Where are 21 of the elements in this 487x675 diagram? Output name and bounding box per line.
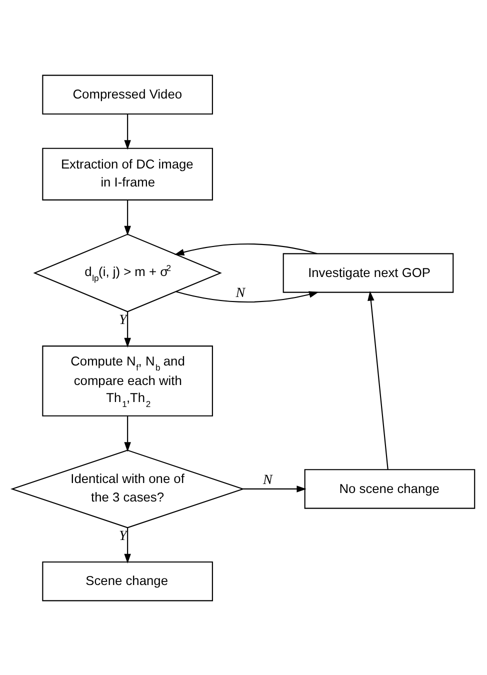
arrow: [124, 527, 131, 563]
node-diamond: Identical with one of the 3 cases?: [10, 449, 245, 528]
arrow: [124, 416, 131, 452]
node-box: Investigate next GOP: [282, 252, 454, 292]
node-box: Compute N$_{f}$, N$_{b}$ and compare each with Th$_{1}$,Th$_{2}$: [42, 345, 213, 416]
node-box: No scene change: [304, 468, 476, 508]
arrow: [242, 485, 306, 492]
arrow: [124, 311, 131, 348]
edge-label: Y: [118, 528, 127, 544]
arrow: [174, 242, 318, 255]
node-box: Extraction of DC image in I-frame: [42, 147, 213, 200]
node-box: Compressed Video: [42, 74, 213, 114]
node-box: Scene change: [42, 560, 213, 601]
arrow: [124, 200, 131, 236]
edge-label: Y: [118, 312, 127, 328]
arrow: [368, 290, 388, 470]
arrow: [176, 290, 319, 302]
arrow: [124, 114, 131, 150]
edge-label: N: [236, 286, 246, 301]
edge-label: N: [262, 472, 272, 488]
node-diamond: d$_{lp}$(i, j) > m + σ$^{2}$: [33, 233, 222, 312]
